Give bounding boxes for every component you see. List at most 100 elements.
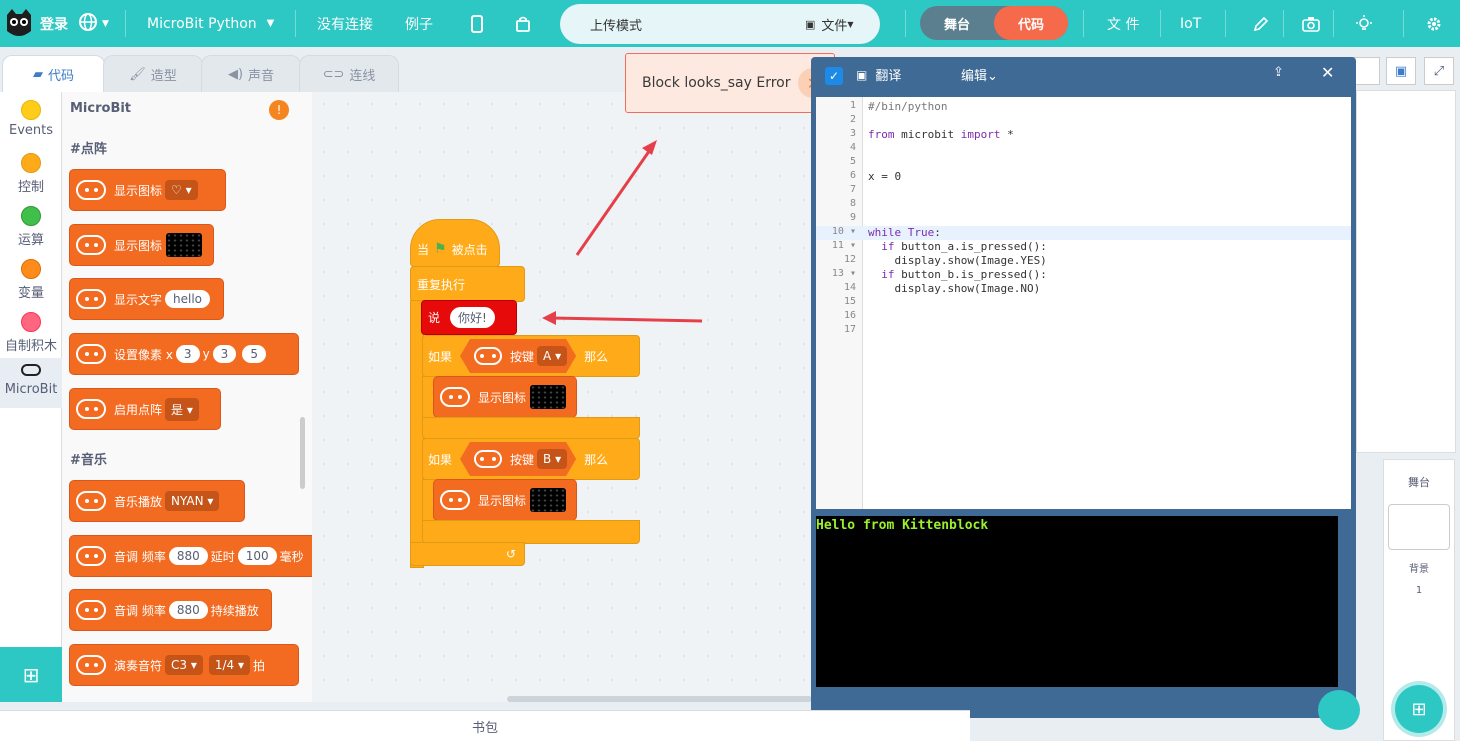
device-icon[interactable]: [470, 0, 484, 47]
gear-icon[interactable]: [1426, 0, 1442, 47]
line-number: 8: [849, 198, 856, 209]
login-link[interactable]: 登录: [40, 16, 68, 33]
code-line: display.show(Image.NO): [868, 282, 1041, 295]
edit-menu[interactable]: 编辑⌄: [961, 65, 998, 84]
backdrop-label: 背景: [1409, 564, 1429, 575]
category-microbit[interactable]: MicroBit: [0, 358, 62, 408]
frequency-input[interactable]: 880: [168, 601, 208, 619]
camera-icon[interactable]: [1302, 0, 1320, 47]
tab-costume[interactable]: 🖌造型: [103, 55, 203, 92]
heart-icon-dropdown[interactable]: ♡ ▾: [165, 180, 198, 200]
category-variables[interactable]: 变量: [0, 259, 62, 301]
add-sprite-button[interactable]: [1318, 690, 1360, 730]
large-stage-icon[interactable]: ▣: [1386, 57, 1416, 85]
microbit-icon: [76, 399, 106, 419]
add-backdrop-button[interactable]: ⊞: [1395, 685, 1443, 733]
close-icon[interactable]: ✕: [1321, 63, 1335, 82]
brightness-input[interactable]: 5: [242, 345, 266, 363]
block-enable-matrix[interactable]: 启用点阵是 ▾: [69, 388, 221, 430]
show-icon-a-block[interactable]: 显示图标: [433, 376, 577, 418]
upload-icon[interactable]: ⇪: [1273, 65, 1284, 80]
forever-block[interactable]: 重复执行: [410, 266, 525, 302]
line-number: 9: [849, 212, 856, 223]
block-label: 毫秒: [279, 549, 304, 564]
beat-dropdown[interactable]: 1/4 ▾: [208, 655, 251, 675]
palette-scrollbar[interactable]: [300, 417, 305, 489]
workspace-scrollbar[interactable]: [507, 696, 812, 702]
iot-menu[interactable]: IoT: [1180, 15, 1202, 32]
stage-thumbnail[interactable]: [1388, 504, 1450, 550]
text-input[interactable]: hello: [165, 290, 211, 308]
block-label: 当: [417, 242, 430, 257]
enable-dropdown[interactable]: 是 ▾: [165, 397, 199, 421]
examples-button[interactable]: 例子: [405, 16, 433, 33]
palette-title: MicroBit: [70, 101, 132, 116]
block-label: 按键: [510, 452, 535, 467]
block-label: 显示图标: [478, 390, 527, 405]
category-operators[interactable]: 运算: [0, 206, 62, 248]
music-dropdown[interactable]: NYAN ▾: [165, 491, 220, 511]
button-a-dropdown[interactable]: A ▾: [537, 346, 567, 366]
section-matrix: #点阵: [70, 142, 107, 157]
button-b-dropdown[interactable]: B ▾: [537, 449, 567, 469]
code-line: display.show(Image.YES): [868, 254, 1047, 267]
microbit-icon: [76, 491, 106, 511]
connect-button[interactable]: 没有连接: [317, 16, 373, 33]
enable-checkbox[interactable]: ✓: [825, 67, 843, 85]
line-number: 17: [843, 324, 856, 335]
chevron-down-icon: ▼: [102, 18, 109, 29]
led-matrix-picker[interactable]: [166, 233, 203, 257]
stage-toggle-button[interactable]: 舞台: [943, 17, 970, 33]
serial-terminal[interactable]: Hello from Kittenblock: [816, 516, 1338, 687]
when-flag-clicked-block[interactable]: 当⚑被点击: [410, 219, 500, 267]
add-extension-button[interactable]: ⊞: [0, 647, 62, 702]
category-events[interactable]: Events: [0, 100, 62, 138]
bag-icon[interactable]: [516, 0, 530, 47]
pencil-icon[interactable]: [1253, 0, 1269, 47]
lightbulb-icon[interactable]: [1355, 0, 1373, 47]
tab-connect[interactable]: ⊂⊃连线: [299, 55, 399, 92]
block-label: 演奏音符: [114, 658, 163, 673]
category-my-blocks[interactable]: 自制积木: [0, 312, 62, 354]
code-toggle-button[interactable]: 代码: [994, 6, 1068, 40]
say-input[interactable]: 你好!: [450, 307, 495, 328]
tab-sound[interactable]: ◀)声音: [201, 55, 301, 92]
category-control[interactable]: 控制: [0, 153, 62, 195]
block-show-icon[interactable]: 显示图标♡ ▾: [69, 169, 226, 211]
x-input[interactable]: 3: [175, 345, 200, 363]
block-label: 那么: [584, 452, 609, 467]
note-dropdown[interactable]: C3 ▾: [165, 655, 203, 675]
fullscreen-icon[interactable]: ⤢: [1424, 57, 1454, 85]
delay-input[interactable]: 100: [237, 547, 277, 565]
block-show-icon-matrix[interactable]: 显示图标: [69, 224, 214, 266]
frequency-input[interactable]: 880: [168, 547, 208, 565]
block-label: 如果: [428, 349, 453, 364]
translate-button[interactable]: ▣翻译: [856, 65, 901, 85]
file-dropdown[interactable]: ▣文件▼: [805, 15, 854, 34]
language-menu[interactable]: ▼: [78, 0, 109, 47]
say-block[interactable]: 说你好!: [421, 300, 517, 335]
file-menu[interactable]: 文 件: [1107, 16, 1140, 33]
led-matrix-picker[interactable]: [530, 488, 567, 512]
backpack-bar[interactable]: 书包: [0, 710, 970, 741]
tab-code[interactable]: ▰代码: [2, 55, 105, 92]
y-input[interactable]: 3: [212, 345, 237, 363]
device-select[interactable]: MicroBit Python▼: [147, 0, 274, 47]
show-icon-b-block[interactable]: 显示图标: [433, 479, 577, 521]
led-matrix-picker[interactable]: [530, 385, 567, 409]
block-label: 被点击: [451, 242, 488, 257]
stage-canvas[interactable]: [1356, 90, 1456, 453]
warning-icon[interactable]: !: [269, 100, 289, 120]
